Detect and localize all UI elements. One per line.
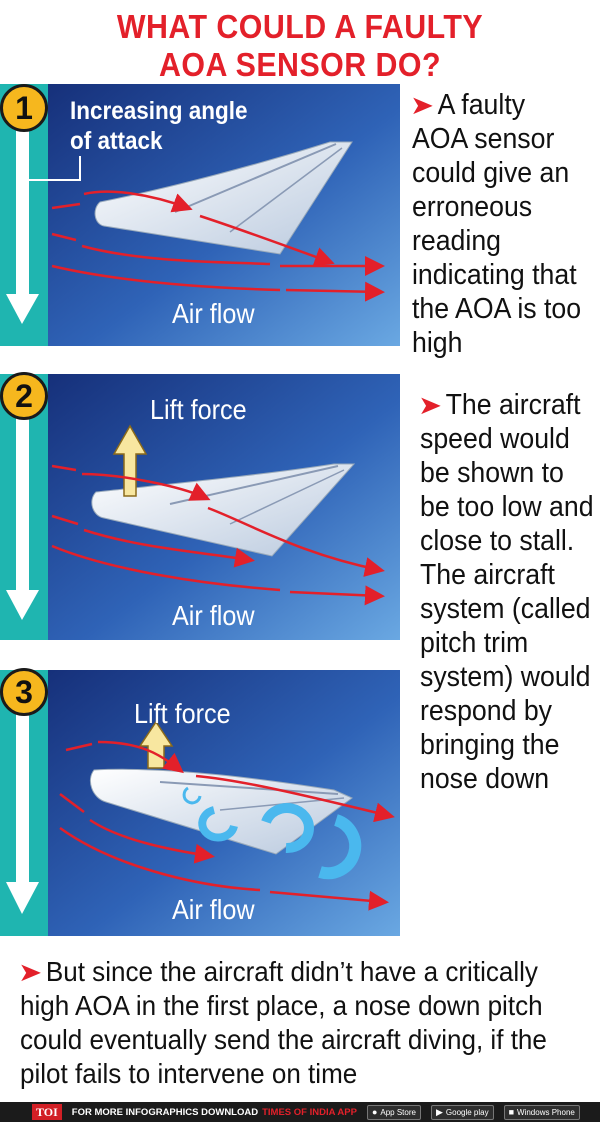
panel-1-illustration: [0, 84, 400, 346]
bullet-arrow-icon: ➤: [17, 957, 43, 987]
wing-seam: [229, 469, 345, 525]
wing-shape: [94, 141, 353, 255]
bullet-arrow-icon: ➤: [417, 390, 443, 420]
step-badge-1: 1: [0, 84, 48, 132]
footer-bar: TOI FOR MORE INFOGRAPHICS DOWNLOAD TIMES…: [0, 1102, 600, 1122]
windows-phone-badge[interactable]: ■Windows Phone: [503, 1104, 580, 1120]
airflow-arrow: [207, 506, 385, 577]
airflow-arrow: [65, 740, 180, 770]
vortex-icon: [198, 806, 238, 842]
footer-prefix: FOR MORE INFOGRAPHICS DOWNLOAD: [71, 1106, 259, 1118]
panel-1-top-label: Increasing angle of attack: [70, 97, 248, 155]
conclusion-text: ➤But since the aircraft didn’t have a cr…: [17, 956, 547, 1089]
wing-seam: [229, 147, 343, 233]
vortex-icon: [182, 786, 202, 805]
airflow-arrow: [51, 464, 206, 498]
step-badge-2: 2: [0, 372, 48, 420]
aoa-down-arrow-shaft: [16, 90, 29, 298]
panel-1: Increasing angle of attack Air flow: [0, 84, 400, 346]
down-arrow-icon: [6, 882, 39, 914]
aoa-down-arrow-icon: [6, 294, 39, 324]
down-arrow-icon: [6, 590, 39, 620]
title-line-2: AOA SENSOR DO?: [159, 46, 441, 83]
vortex-icon: [261, 803, 314, 854]
panel-3: Lift force Air flow: [0, 670, 400, 936]
panel-2-description: ➤The aircraft speed would be shown to be…: [417, 389, 594, 795]
panel-2-illustration: [0, 374, 400, 640]
panel-3-bottom-label: Air flow: [172, 894, 255, 925]
airflow-arrow: [59, 826, 384, 902]
vortex-icon: [318, 814, 362, 880]
bullet-arrow-icon: ➤: [409, 90, 435, 120]
panel-2-bottom-label: Air flow: [172, 600, 255, 631]
down-arrow-shaft: [16, 690, 29, 886]
airflow-arrow: [51, 544, 380, 596]
airflow-arrow: [199, 214, 335, 267]
airflow-arrow: [51, 232, 380, 266]
label-connector: [22, 156, 81, 181]
airflow-arrow: [59, 793, 210, 856]
panel-2: Lift force Air flow: [0, 374, 400, 640]
airflow-arrow: [195, 774, 395, 823]
panel-1-bottom-label: Air flow: [172, 298, 255, 329]
panel-3-illustration: [0, 670, 400, 936]
panel-2-top-label: Lift force: [150, 394, 247, 425]
panel-1-description: ➤A faulty AOA sensor could give an erron…: [409, 89, 582, 359]
title-line-1: WHAT COULD A FAULTY: [116, 8, 484, 45]
google-play-badge[interactable]: ▶Google play: [430, 1104, 494, 1120]
panel-3-top-label: Lift force: [134, 698, 231, 729]
airflow-arrow: [51, 514, 250, 560]
footer-app-name[interactable]: TIMES OF INDIA APP: [262, 1106, 357, 1118]
play-icon: ▶: [435, 1106, 443, 1117]
toi-logo: TOI: [32, 1104, 62, 1120]
app-store-badge[interactable]: ●App Store: [366, 1104, 421, 1120]
step-badge-3: 3: [0, 668, 48, 716]
apple-icon: ●: [371, 1107, 378, 1117]
airflow-arrow: [51, 264, 380, 292]
lift-force-arrow-icon: [112, 424, 148, 497]
down-arrow-shaft: [16, 394, 29, 594]
airflow-arrow: [51, 192, 188, 208]
windows-icon: ■: [508, 1107, 515, 1117]
